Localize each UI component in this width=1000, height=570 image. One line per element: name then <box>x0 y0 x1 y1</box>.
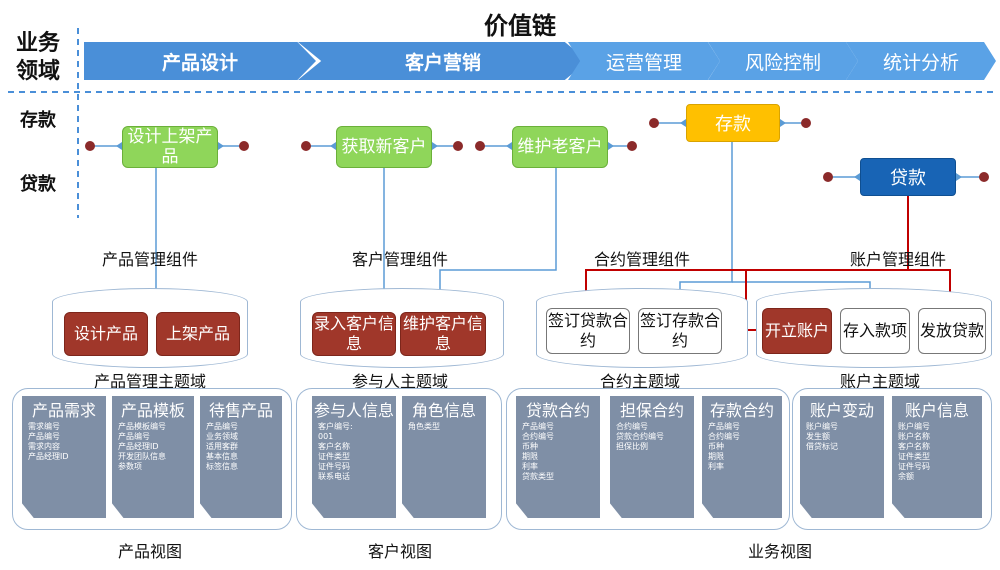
function-deposit-funds: 存入款项 <box>840 308 910 354</box>
domain-product-label: 产品管理主题域 <box>93 372 206 391</box>
function-enter-customer: 录入客户信息 <box>312 312 396 356</box>
component-account-label: 账户管理组件 <box>849 250 946 269</box>
business-domain-label: 业务 领域 <box>15 31 60 84</box>
entity-fields: 客户编号:001 客户名称证件类型 证件号码联系电话 <box>318 422 353 481</box>
function-design-product: 设计产品 <box>64 312 148 356</box>
entity-deposit-contract: 存款合约 产品编号合约编号 币种期限 利率 <box>702 396 782 518</box>
function-issue-loan: 发放贷款 <box>918 308 986 354</box>
component-product-label: 产品管理组件 <box>101 250 198 269</box>
entity-title: 待售产品 <box>208 401 273 420</box>
entity-title: 角色信息 <box>411 401 476 420</box>
entity-fields: 账户编号发生额 借贷标记 <box>806 422 838 451</box>
function-sign-deposit-contract: 签订存款合约 <box>638 308 722 354</box>
entity-fields: 产品编号业务领域 适用客群基本信息 标签信息 <box>206 422 238 471</box>
value-chain-title: 价值链 <box>484 12 556 40</box>
entity-product-for-sale: 待售产品 产品编号业务领域 适用客群基本信息 标签信息 <box>200 396 282 518</box>
entity-title: 账户信息 <box>904 401 969 420</box>
component-customer-label: 客户管理组件 <box>351 250 448 269</box>
function-maintain-customer-info: 维护客户信息 <box>400 312 486 356</box>
entity-title: 担保合约 <box>619 401 684 420</box>
domain-contract-label: 合约主题域 <box>599 372 680 391</box>
entity-account-info: 账户信息 账户编号账户名称 客户名称证件类型 证件号码余额 <box>892 396 982 518</box>
entity-title: 贷款合约 <box>525 401 590 420</box>
function-sign-loan-contract: 签订贷款合约 <box>546 308 630 354</box>
node-acquire-customer: 获取新客户 <box>336 126 432 168</box>
domain-account-label: 账户主题域 <box>839 372 920 391</box>
entity-title: 账户变动 <box>809 401 874 420</box>
entity-role-info: 角色信息 角色类型 <box>402 396 486 518</box>
node-loan: 贷款 <box>860 158 956 196</box>
function-open-account: 开立账户 <box>762 308 832 354</box>
entity-fields: 产品编号合约编号 币种期限 利率贷款类型 <box>522 422 554 481</box>
domain-party-label: 参与人主题域 <box>351 372 448 391</box>
row-label-deposit: 存款 <box>20 110 56 131</box>
entity-fields: 合约编号贷款合约编号 担保比例 <box>616 422 664 451</box>
entity-party-info: 参与人信息 客户编号:001 客户名称证件类型 证件号码联系电话 <box>312 396 396 518</box>
entity-loan-contract: 贷款合约 产品编号合约编号 币种期限 利率贷款类型 <box>516 396 600 518</box>
entity-account-change: 账户变动 账户编号发生额 借贷标记 <box>800 396 884 518</box>
view-customer-label: 客户视图 <box>367 542 432 561</box>
entity-title: 参与人信息 <box>314 401 395 420</box>
view-product-label: 产品视图 <box>117 542 182 561</box>
entity-product-requirement: 产品需求 需求编号产品编号 需求内容产品经理ID <box>22 396 106 518</box>
component-contract-label: 合约管理组件 <box>593 250 690 269</box>
entity-title: 存款合约 <box>709 401 774 420</box>
entity-fields: 需求编号产品编号 需求内容产品经理ID <box>28 422 69 461</box>
entity-title: 产品模板 <box>120 401 185 420</box>
entity-fields: 产品编号合约编号 币种期限 利率 <box>708 422 740 471</box>
node-deposit: 存款 <box>686 104 780 142</box>
view-business-label: 业务视图 <box>747 542 812 561</box>
node-design-launch-product: 设计上架产品 <box>122 126 218 168</box>
entity-fields: 角色类型 <box>408 422 440 431</box>
function-launch-product: 上架产品 <box>156 312 240 356</box>
entity-fields: 账户编号账户名称 客户名称证件类型 证件号码余额 <box>898 422 930 481</box>
entity-title: 产品需求 <box>31 401 96 420</box>
row-label-loan: 贷款 <box>20 174 56 195</box>
entity-guarantee-contract: 担保合约 合约编号贷款合约编号 担保比例 <box>610 396 694 518</box>
node-maintain-customer: 维护老客户 <box>512 126 608 168</box>
